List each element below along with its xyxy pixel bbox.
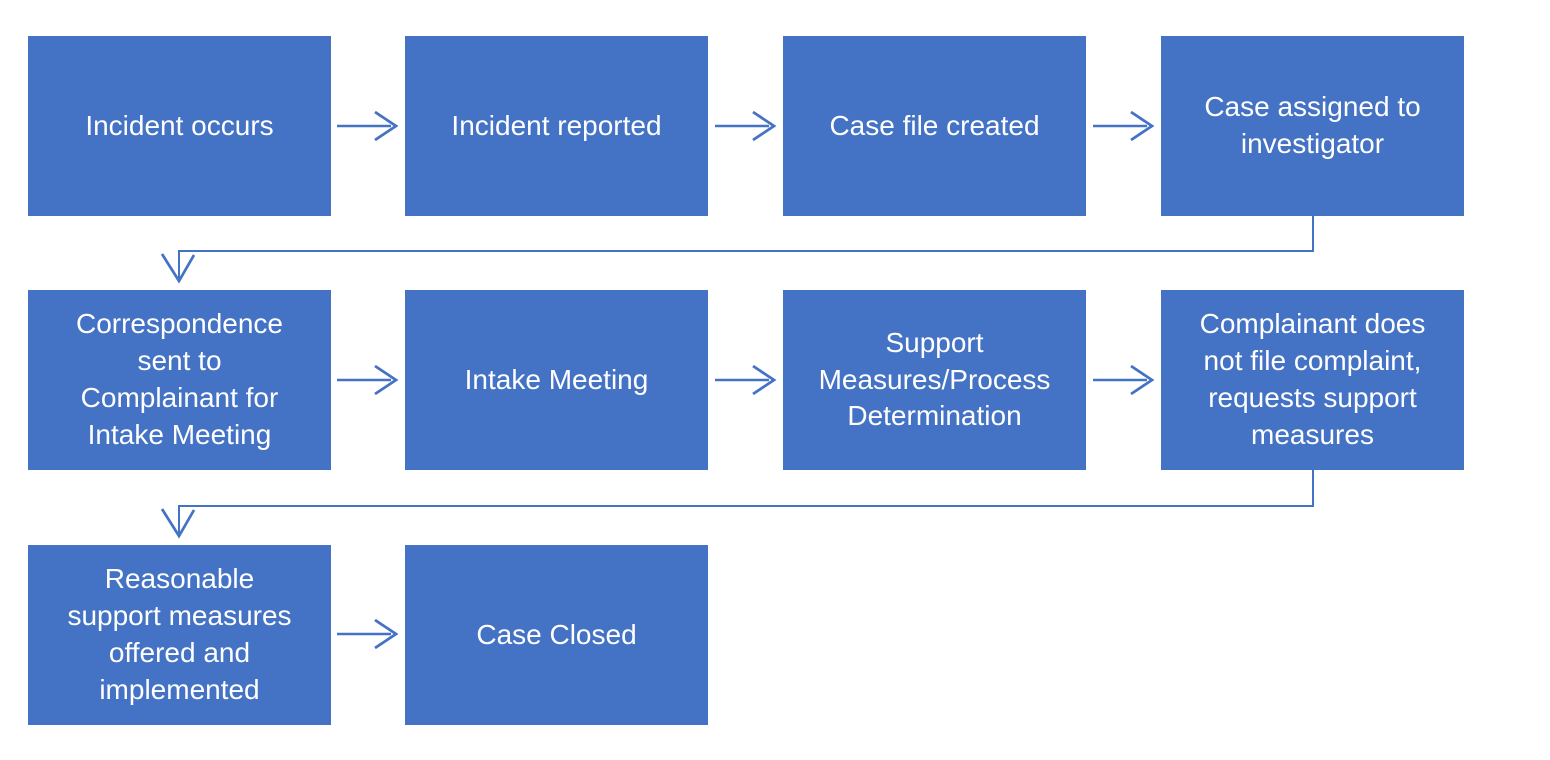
edge-complainant-to-reasonable-support <box>160 470 1314 539</box>
edge-correspondence-to-intake-meeting <box>337 364 399 396</box>
flow-node-correspondence-sent: Correspondence sent to Complainant for I… <box>28 290 331 470</box>
flow-node-case-file-created: Case file created <box>783 36 1086 216</box>
edge-case-assigned-to-correspondence <box>160 216 1314 284</box>
flow-node-complainant-does-not-file: Complainant does not file complaint, req… <box>1161 290 1464 470</box>
edge-case-file-created-to-case-assigned <box>1093 110 1155 142</box>
edge-incident-reported-to-case-file-created <box>715 110 777 142</box>
flow-node-incident-reported: Incident reported <box>405 36 708 216</box>
edge-support-measures-to-complainant <box>1093 364 1155 396</box>
flow-node-case-assigned-to-investigator: Case assigned to investigator <box>1161 36 1464 216</box>
flow-node-support-measures-process-determination: Support Measures/Process Determination <box>783 290 1086 470</box>
flow-node-case-closed: Case Closed <box>405 545 708 725</box>
flow-node-incident-occurs: Incident occurs <box>28 36 331 216</box>
edge-reasonable-support-to-case-closed <box>337 618 399 650</box>
edge-intake-meeting-to-support-measures <box>715 364 777 396</box>
flow-node-intake-meeting: Intake Meeting <box>405 290 708 470</box>
flow-node-reasonable-support-measures: Reasonable support measures offered and … <box>28 545 331 725</box>
edge-incident-occurs-to-incident-reported <box>337 110 399 142</box>
